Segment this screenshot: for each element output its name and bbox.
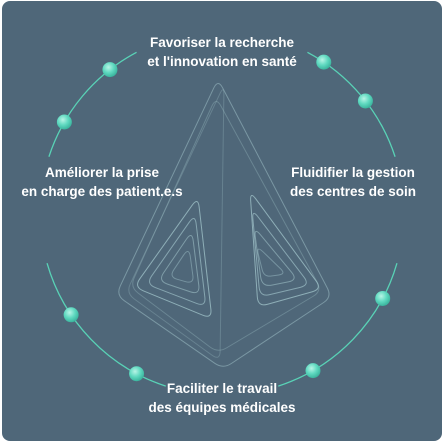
circle-arc-3 — [46, 262, 166, 387]
circle-node-2 — [357, 93, 373, 109]
circle-arc-4 — [48, 51, 137, 157]
logo-outer-outline — [118, 82, 330, 367]
logo-left-triangle-3 — [161, 235, 200, 294]
circle-node-6 — [63, 307, 79, 323]
logo-right-triangle-1 — [250, 195, 319, 306]
label-top: Favoriser la recherche et l'innovation e… — [122, 33, 322, 71]
logo-left-triangle-1 — [137, 201, 212, 317]
label-right-line-2: des centres de soin — [289, 184, 417, 199]
label-top-line-2: et l'innovation en santé — [147, 54, 297, 69]
logo-outer-outline-3 — [128, 89, 225, 358]
logo-right-triangle-4 — [257, 248, 284, 277]
logo-left-triangle-2 — [149, 218, 206, 305]
circle-node-5 — [129, 366, 145, 382]
label-left-line-1: Améliorer la prise — [44, 165, 160, 180]
circle-node-3 — [375, 290, 391, 306]
concentric-triangles-logo-icon — [118, 82, 330, 367]
circle-node-1 — [316, 54, 332, 70]
circle-node-7 — [56, 114, 72, 130]
label-right-line-1: Fluidifier la gestion — [291, 165, 415, 180]
label-bottom-line-2: des équipes médicales — [148, 400, 296, 415]
logo-outer-outline-2 — [132, 100, 320, 351]
circle-node-8 — [102, 62, 118, 78]
label-left-line-2: en charge des patient.e.s — [21, 184, 183, 199]
circle-arc-2 — [278, 262, 398, 387]
label-bottom-line-1: Faciliter le travail — [166, 381, 278, 396]
logo-left-triangle-4 — [171, 251, 194, 283]
circle-nodes — [56, 54, 391, 382]
label-top-line-1: Favoriser la recherche — [149, 35, 295, 50]
label-left: Améliorer la prise en charge des patient… — [12, 163, 192, 201]
label-bottom: Faciliter le travail des équipes médical… — [122, 379, 322, 417]
label-right: Fluidifier la gestion des centres de soi… — [268, 163, 438, 201]
logo-right-triangle-2 — [252, 212, 307, 296]
logo-right-triangle-3 — [254, 230, 295, 286]
circle-node-4 — [305, 363, 321, 379]
